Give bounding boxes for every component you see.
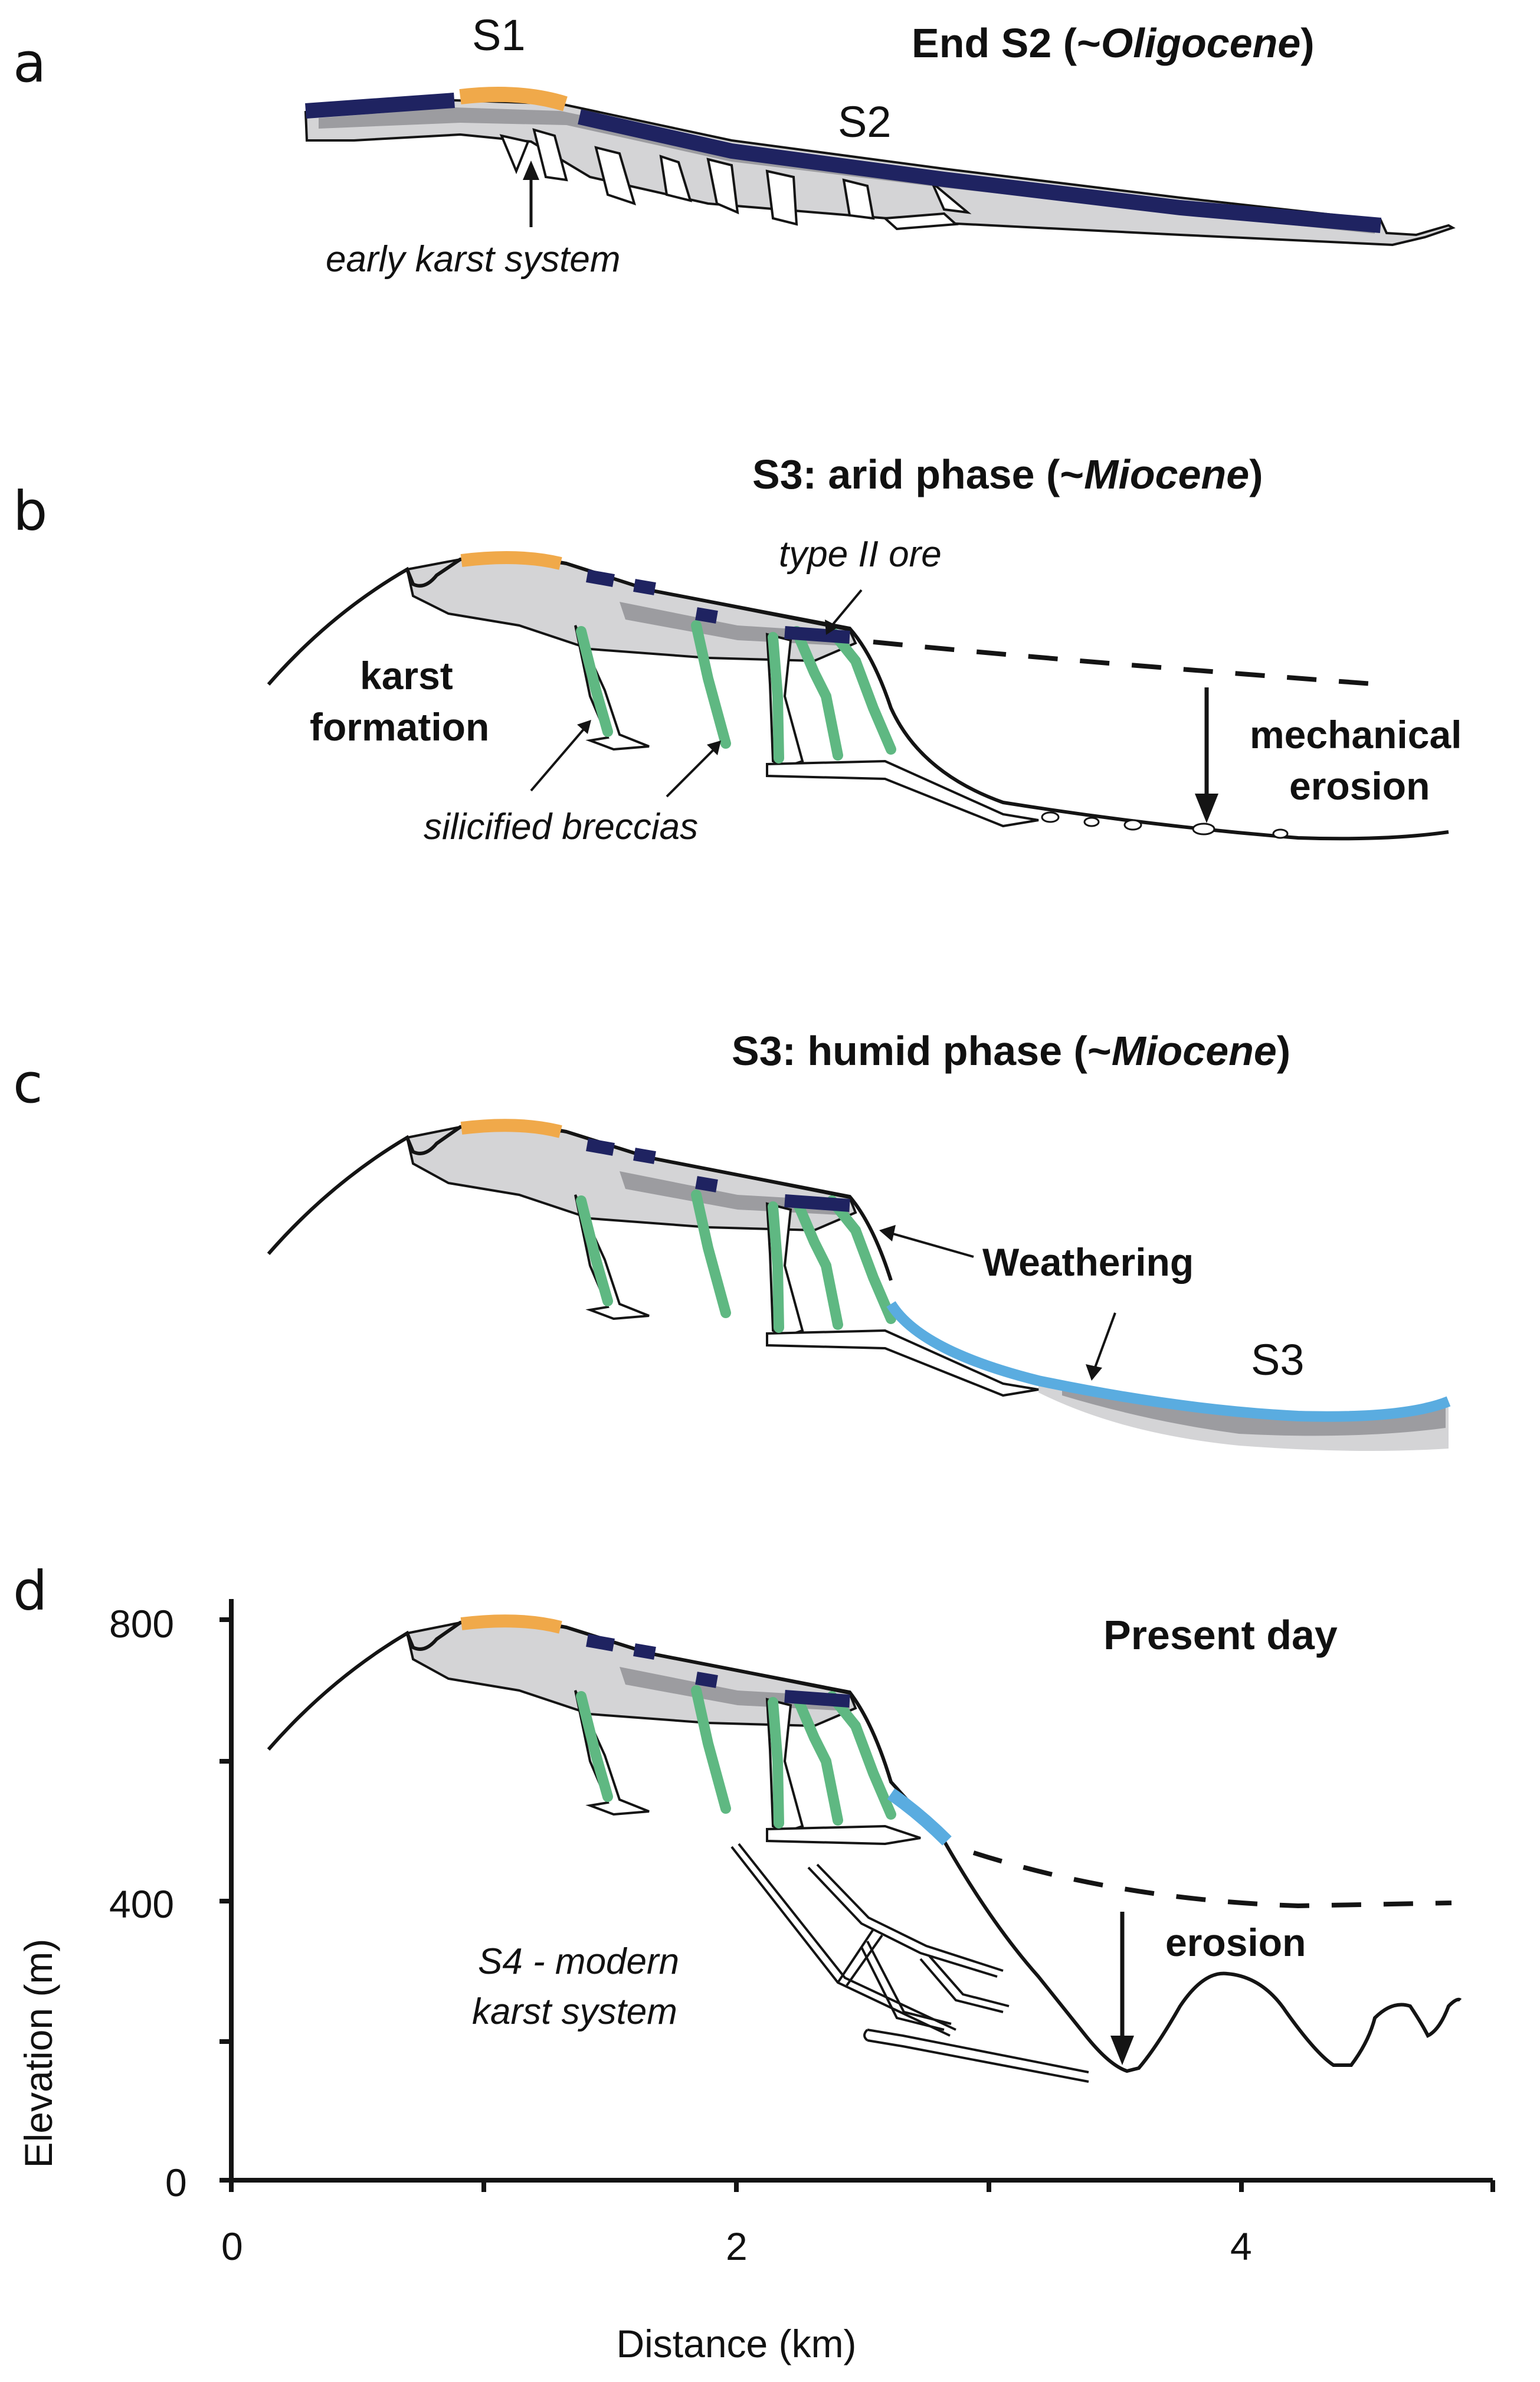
panel-c-cross-section <box>267 1119 1451 1451</box>
s1-surface <box>460 1614 562 1634</box>
y-axis-label: Elevation (m) <box>17 1939 60 2168</box>
panel-letter-d: d <box>13 1559 47 1623</box>
s2-surface-east <box>578 109 1382 233</box>
s2-label: S2 <box>838 97 892 146</box>
early-karst-label: early karst system <box>326 239 621 280</box>
early-karst-arrowhead <box>523 160 539 180</box>
panel-c: c S3: humid phase (~Miocene) <box>13 1028 1451 1451</box>
panel-b-title: S3: arid phase (~Miocene) <box>752 451 1263 497</box>
topographic-profile <box>267 556 1449 841</box>
s1-label: S1 <box>472 11 526 60</box>
panel-d-title: Present day <box>1103 1612 1338 1658</box>
panel-b: b S3: arid phase (~Miocene) <box>13 451 1462 847</box>
type-ii-ore-remnants <box>586 1634 850 1708</box>
type-ii-ore-remnants <box>586 569 850 644</box>
weathering-arrow-1 <box>890 1232 974 1258</box>
s3-remnant <box>887 1788 952 1846</box>
panel-b-cross-section <box>267 551 1449 841</box>
x-tick-2: 2 <box>726 2224 748 2268</box>
panel-letter-b: b <box>13 480 47 543</box>
karst-formation-label-1: karst <box>360 654 453 697</box>
weathering-arrowhead-2 <box>1086 1364 1102 1381</box>
weathering-arrowhead-1 <box>879 1225 896 1241</box>
silicified-breccias <box>576 1685 896 1829</box>
s3-label: S3 <box>1251 1335 1305 1384</box>
axes <box>219 1599 1495 2192</box>
y-tick-0: 0 <box>165 2161 187 2204</box>
weathering-mantle-dark <box>1062 1387 1446 1436</box>
former-surface-dashed <box>873 640 1381 687</box>
panel-a-title: End S2 (~Oligocene) <box>912 20 1315 66</box>
silicified-breccias <box>576 620 896 764</box>
former-surface-dashed <box>972 1850 1452 1909</box>
panel-d: d Present day <box>13 1559 1495 2365</box>
weathering-label: Weathering <box>982 1240 1194 1284</box>
breccia-arrowhead-1 <box>577 720 591 734</box>
type-ii-ore-arrowhead <box>825 620 839 635</box>
y-tick-400: 400 <box>109 1882 174 1926</box>
erosion-label: erosion <box>1165 1921 1306 1964</box>
s3-surface <box>886 1301 1451 1422</box>
y-tick-800: 800 <box>109 1602 174 1646</box>
type-ii-ore-arrow <box>831 589 863 627</box>
topographic-profile <box>267 1123 893 1281</box>
panel-a-cross-section <box>304 87 1456 247</box>
silicified-breccias-label: silicified breccias <box>424 807 698 847</box>
panel-a: a End S2 (~Oligocene) <box>13 11 1456 280</box>
x-tick-0: 0 <box>221 2224 243 2268</box>
weathering-arrow-2 <box>1093 1312 1116 1369</box>
panel-letter-a: a <box>13 31 46 94</box>
erosion-arrowhead <box>1110 2036 1134 2065</box>
karst-formation-label-2: formation <box>310 705 489 749</box>
panel-c-title: S3: humid phase (~Miocene) <box>732 1028 1290 1074</box>
s1-surface <box>459 87 568 112</box>
modern-karst-system <box>730 1843 1089 2083</box>
x-axis-label: Distance (km) <box>616 2322 856 2365</box>
breccia-arrow-2 <box>666 748 715 798</box>
breccia-arrow-1 <box>530 728 585 792</box>
silicified-breccias <box>576 1190 896 1333</box>
breccia-arrowhead-2 <box>707 741 721 755</box>
erosion-arrowhead <box>1195 794 1218 823</box>
mechanical-erosion-label-2: erosion <box>1289 764 1430 808</box>
x-tick-4: 4 <box>1230 2224 1252 2268</box>
type-ii-ore-remnants <box>586 1138 850 1212</box>
debris-pebbles <box>1041 811 1289 839</box>
panel-letter-c: c <box>13 1052 43 1115</box>
s1-surface <box>460 551 562 570</box>
early-karst-conduits <box>499 128 972 231</box>
topographic-profile <box>267 1619 1462 2073</box>
mechanical-erosion-label-1: mechanical <box>1250 713 1462 756</box>
s1-surface <box>460 1119 562 1138</box>
s2-surface-west <box>305 93 455 119</box>
modern-karst-label-2: karst system <box>472 1991 677 2032</box>
type-ii-ore-label: type II ore <box>779 534 942 575</box>
modern-karst-label-1: S4 - modern <box>478 1941 679 1982</box>
panel-d-cross-section <box>267 1614 1462 2083</box>
